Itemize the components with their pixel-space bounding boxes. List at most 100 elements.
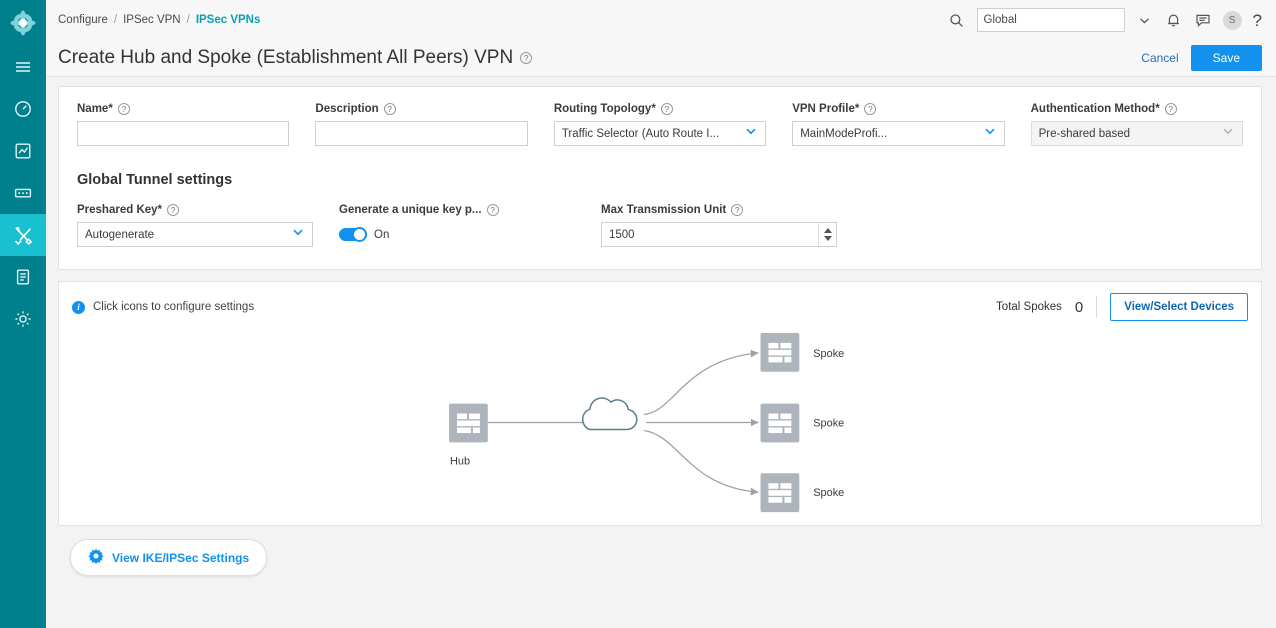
- feedback-icon[interactable]: [1194, 11, 1212, 29]
- content-area: Name* ? Description ?: [46, 77, 1276, 628]
- mtu-spin-buttons: [818, 223, 836, 246]
- notifications-bell-icon[interactable]: [1165, 11, 1183, 29]
- settings-gear-icon[interactable]: [0, 298, 46, 340]
- field-label: Generate a unique key p... ?: [339, 204, 575, 216]
- spoke-node: [760, 403, 800, 443]
- select-value: Pre-shared based: [1038, 127, 1131, 140]
- diagram-hint-text: Click icons to configure settings: [93, 301, 255, 313]
- scope-input[interactable]: [976, 8, 1125, 32]
- field-vpn-profile: VPN Profile* ? MainModeProfi...: [792, 103, 1005, 146]
- vpn-profile-select[interactable]: MainModeProfi...: [792, 121, 1005, 146]
- page-title-text: Create Hub and Spoke (Establishment All …: [58, 47, 514, 68]
- diagram-hint: i Click icons to configure settings: [72, 300, 255, 314]
- menu-icon[interactable]: [0, 46, 46, 88]
- vpn-form-card: Name* ? Description ?: [58, 86, 1262, 270]
- top-bar: Configure / IPSec VPN / IPSec VPNs: [46, 0, 1276, 40]
- gear-icon: [88, 548, 104, 567]
- preshared-key-select[interactable]: Autogenerate: [77, 222, 313, 247]
- select-value: MainModeProfi...: [800, 127, 888, 140]
- footer-area: View IKE/IPSec Settings: [58, 526, 1262, 576]
- chevron-down-icon: [1221, 124, 1235, 143]
- field-label: Description ?: [315, 103, 527, 115]
- help-icon[interactable]: ?: [1252, 10, 1262, 30]
- help-icon[interactable]: ?: [660, 103, 673, 115]
- help-icon[interactable]: ?: [117, 103, 130, 115]
- select-value: Traffic Selector (Auto Route I...: [561, 127, 720, 140]
- logo-icon[interactable]: [0, 0, 46, 46]
- configure-tools-icon[interactable]: [0, 214, 46, 256]
- page-title: Create Hub and Spoke (Establishment All …: [58, 47, 533, 69]
- monitor-icon[interactable]: [0, 130, 46, 172]
- cancel-button[interactable]: Cancel: [1141, 51, 1179, 65]
- field-generate-unique-key: Generate a unique key p... ? On: [339, 204, 575, 247]
- top-bar-actions: S ?: [948, 8, 1262, 32]
- save-button[interactable]: Save: [1190, 45, 1262, 71]
- help-icon[interactable]: ?: [383, 103, 396, 115]
- reports-icon[interactable]: [0, 256, 46, 298]
- spoke-node: [760, 332, 800, 372]
- name-input[interactable]: [77, 121, 290, 146]
- chevron-down-icon[interactable]: [1136, 11, 1154, 29]
- field-label-text: Preshared Key*: [77, 204, 163, 216]
- breadcrumb-item-configure[interactable]: Configure: [58, 14, 108, 26]
- field-label-text: Max Transmission Unit: [601, 204, 727, 216]
- cloud-icon: [581, 397, 638, 431]
- authentication-method-select[interactable]: Pre-shared based: [1030, 121, 1244, 146]
- global-tunnel-settings-title: Global Tunnel settings: [77, 172, 233, 188]
- field-label-text: Generate a unique key p...: [339, 204, 482, 216]
- help-icon[interactable]: ?: [1164, 103, 1177, 115]
- description-input[interactable]: [315, 121, 528, 146]
- page-title-help-icon[interactable]: ?: [520, 52, 533, 64]
- field-label: Max Transmission Unit ?: [601, 204, 837, 216]
- search-icon[interactable]: [948, 11, 966, 29]
- field-description: Description ?: [315, 103, 528, 146]
- help-icon[interactable]: ?: [864, 103, 877, 115]
- diagram-header-actions: Total Spokes 0 View/Select Devices: [996, 293, 1248, 321]
- mtu-stepper: [601, 222, 837, 247]
- breadcrumb-separator: /: [186, 14, 190, 26]
- field-label: Name* ?: [77, 103, 289, 115]
- form-row-tunnel: Preshared Key* ? Autogenerate Genera: [77, 204, 1243, 247]
- field-preshared-key: Preshared Key* ? Autogenerate: [77, 204, 313, 247]
- field-label-text: VPN Profile*: [792, 103, 860, 115]
- field-max-transmission-unit: Max Transmission Unit ?: [601, 204, 837, 247]
- spoke-label: Spoke: [813, 487, 844, 499]
- left-nav-rail: [0, 0, 46, 628]
- main-area: Configure / IPSec VPN / IPSec VPNs: [46, 0, 1276, 628]
- breadcrumb-separator: /: [113, 14, 118, 26]
- view-ike-ipsec-settings-button[interactable]: View IKE/IPSec Settings: [70, 539, 268, 576]
- stepper-up-icon[interactable]: [823, 228, 832, 233]
- mtu-input[interactable]: [601, 222, 837, 247]
- toggle-knob: [352, 227, 367, 242]
- devices-icon[interactable]: [0, 172, 46, 214]
- form-row-primary: Name* ? Description ?: [77, 103, 1244, 146]
- field-routing-topology: Routing Topology* ? Traffic Selector (Au…: [553, 103, 767, 146]
- help-icon[interactable]: ?: [731, 204, 744, 216]
- field-name: Name* ?: [77, 103, 290, 146]
- field-authentication-method: Authentication Method* ? Pre-shared base…: [1030, 103, 1244, 146]
- chevron-down-icon: [291, 225, 305, 244]
- chevron-down-icon: [983, 124, 997, 143]
- help-icon[interactable]: ?: [486, 204, 499, 216]
- breadcrumb: Configure / IPSec VPN / IPSec VPNs: [58, 14, 260, 26]
- stepper-down-icon[interactable]: [823, 236, 832, 241]
- diagram-header: i Click icons to configure settings Tota…: [59, 282, 1261, 321]
- field-label: Routing Topology* ?: [554, 103, 766, 115]
- hub-node: [449, 403, 488, 443]
- toggle-state-label: On: [374, 228, 390, 241]
- field-label-text: Name*: [77, 103, 113, 115]
- dashboard-icon[interactable]: [0, 88, 46, 130]
- divider: [1096, 296, 1098, 318]
- avatar[interactable]: S: [1222, 10, 1242, 30]
- generate-unique-key-toggle[interactable]: [339, 227, 367, 242]
- help-icon[interactable]: ?: [167, 204, 180, 216]
- field-label: Preshared Key* ?: [77, 204, 313, 216]
- topology-diagram-card: i Click icons to configure settings Tota…: [58, 281, 1262, 526]
- routing-topology-select[interactable]: Traffic Selector (Auto Route I...: [553, 121, 767, 146]
- breadcrumb-item-ipsec-vpn[interactable]: IPSec VPN: [123, 14, 181, 26]
- field-label: VPN Profile* ?: [792, 103, 1004, 115]
- breadcrumb-item-ipsec-vpns: IPSec VPNs: [195, 14, 261, 26]
- view-select-devices-button[interactable]: View/Select Devices: [1110, 293, 1248, 321]
- chevron-down-icon: [744, 124, 758, 143]
